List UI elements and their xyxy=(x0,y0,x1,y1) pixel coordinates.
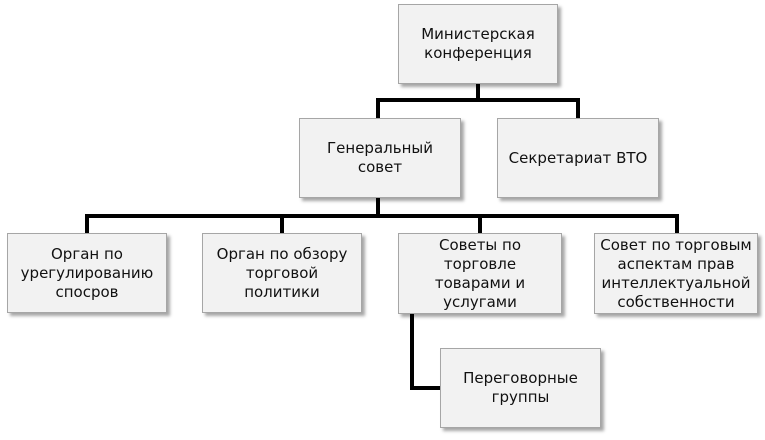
node-secretariat-label: Секретариат ВТО xyxy=(508,148,648,167)
node-negotiating-groups-label: Переговорные группы xyxy=(463,369,578,406)
node-goods-services-councils-label: Советы по торговле товарами и услугами xyxy=(434,235,526,311)
node-trips-council: Совет по торговым аспектам прав интеллек… xyxy=(594,233,758,314)
node-dispute-settlement-body-label: Орган по урегулированию спосров xyxy=(20,244,154,301)
node-dispute-settlement-body: Орган по урегулированию спосров xyxy=(7,233,167,313)
node-negotiating-groups: Переговорные группы xyxy=(440,348,601,428)
node-trips-council-label: Совет по торговым аспектам прав интеллек… xyxy=(600,235,752,311)
node-ministerial-conference: Министерская конференция xyxy=(398,4,558,84)
node-general-council-label: Генеральный совет xyxy=(327,139,433,176)
node-ministerial-conference-label: Министерская конференция xyxy=(421,25,535,62)
node-goods-services-councils: Советы по торговле товарами и услугами xyxy=(398,233,562,314)
node-general-council: Генеральный совет xyxy=(299,118,461,198)
node-secretariat: Секретариат ВТО xyxy=(497,118,659,198)
node-trade-policy-review-body-label: Орган по обзору торговой политики xyxy=(216,244,348,301)
node-trade-policy-review-body: Орган по обзору торговой политики xyxy=(202,233,362,313)
